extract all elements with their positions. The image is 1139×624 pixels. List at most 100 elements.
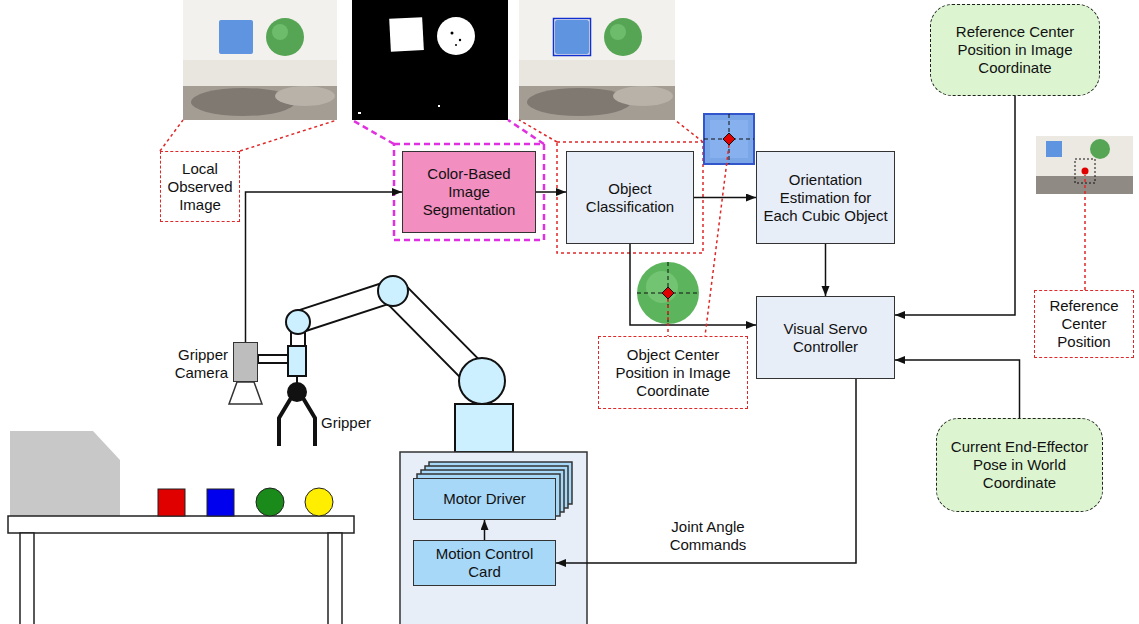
robot-arm xyxy=(258,355,288,363)
segmentation-box: Color-Based Image Segmentation xyxy=(402,151,536,233)
reference-thumbnail xyxy=(1046,141,1062,157)
camera-photo xyxy=(275,86,335,106)
work-table xyxy=(20,533,34,624)
work-table xyxy=(328,533,342,624)
leader-line xyxy=(667,299,669,336)
node-text: Motion Control Card xyxy=(419,545,550,581)
group-outline xyxy=(557,142,703,253)
target-objects xyxy=(207,489,234,516)
node-text: Orientation Estimation for Each Cubic Ob… xyxy=(762,171,889,225)
robot-arm xyxy=(303,398,315,446)
target-objects xyxy=(305,488,333,516)
controller-cabinet xyxy=(400,452,587,624)
robot-arm xyxy=(459,358,505,404)
robot-arm xyxy=(279,398,291,446)
mask-image xyxy=(352,0,508,120)
camera-photo xyxy=(183,0,337,120)
classified-photo xyxy=(519,0,675,120)
callout-label: Reference Center Position xyxy=(1034,290,1134,358)
motion-control-card: Motion Control Card xyxy=(413,540,556,586)
gripper-camera: Gripper Camera xyxy=(233,342,258,382)
motor-driver: Motor Driver xyxy=(413,478,556,520)
target-objects xyxy=(158,489,185,516)
classified-photo xyxy=(519,0,675,60)
leader-line xyxy=(705,145,729,336)
controller-cabinet xyxy=(400,452,587,624)
mask-image xyxy=(451,32,454,35)
mask-image xyxy=(358,112,361,114)
work-table xyxy=(8,516,354,533)
node-text: Reference Center Position xyxy=(1040,297,1128,351)
part-label: Gripper xyxy=(321,414,371,432)
classified-photo xyxy=(519,0,675,120)
pose-input: Current End-Effector Pose in World Coord… xyxy=(936,418,1103,512)
edge-label: Joint Angle Commands xyxy=(642,518,774,554)
signal-arrow xyxy=(484,520,486,540)
mask-image xyxy=(455,44,457,46)
signal-arrow xyxy=(246,192,403,342)
leader-line xyxy=(519,120,557,142)
node-text: Object Classification xyxy=(572,180,688,216)
camera-photo xyxy=(219,20,253,54)
node-text: Visual Servo Controller xyxy=(762,320,889,356)
camera-lens xyxy=(229,382,262,404)
mask-image xyxy=(389,17,424,52)
camera-photo xyxy=(266,18,304,56)
robot-arm xyxy=(288,346,306,376)
sphere-thumbnail xyxy=(637,262,699,324)
robot-arm xyxy=(455,404,513,452)
signal-arrow xyxy=(694,197,756,199)
work-table xyxy=(10,431,120,516)
leader-line xyxy=(240,120,337,151)
node-text: Gripper Camera xyxy=(158,346,228,382)
leader-line xyxy=(160,120,703,151)
mask-image xyxy=(437,17,475,55)
process-box: Object Classification xyxy=(566,151,694,244)
signal-arrow xyxy=(630,244,756,325)
sphere-thumbnail xyxy=(662,287,674,299)
node-text: Object Center Position in Image Coordina… xyxy=(604,346,742,400)
signal-arrow xyxy=(895,96,1015,315)
callout-label: Local Observed Image xyxy=(160,151,240,222)
mask-image xyxy=(459,39,461,41)
node-text: Current End-Effector Pose in World Coord… xyxy=(942,438,1097,492)
classified-photo xyxy=(555,20,589,54)
work-table xyxy=(8,431,354,624)
classified-photo xyxy=(604,18,642,56)
signal-arrow xyxy=(825,244,827,296)
camera-photo xyxy=(183,86,337,120)
mask-image xyxy=(438,105,440,107)
classified-photo xyxy=(610,24,626,40)
leader-line xyxy=(352,120,394,144)
cube-thumbnail xyxy=(723,133,735,145)
target-objects xyxy=(256,488,284,516)
classified-photo xyxy=(554,19,591,56)
classified-photo xyxy=(613,86,673,106)
mask-image xyxy=(352,0,508,120)
reference-input: Reference Center Position in Image Coord… xyxy=(930,4,1100,96)
node-text: Local Observed Image xyxy=(166,160,234,214)
controller-box: Visual Servo Controller xyxy=(756,296,895,379)
leader-line xyxy=(1084,175,1086,290)
process-box: Orientation Estimation for Each Cubic Ob… xyxy=(756,151,895,244)
camera-photo xyxy=(183,0,337,60)
target-objects xyxy=(158,488,333,516)
node-text: Color-Based Image Segmentation xyxy=(408,165,530,219)
node-text: Reference Center Position in Image Coord… xyxy=(936,23,1094,77)
cube-thumbnail xyxy=(704,114,754,164)
reference-thumbnail xyxy=(1090,139,1110,159)
signal-arrow xyxy=(895,360,1020,418)
robot-arm xyxy=(378,276,408,306)
robot-arm xyxy=(286,310,310,334)
camera-photo xyxy=(183,0,337,120)
sphere-thumbnail xyxy=(637,262,699,324)
cube-thumbnail xyxy=(704,114,754,164)
callout-label: Object Center Position in Image Coordina… xyxy=(598,336,748,409)
sphere-thumbnail xyxy=(646,271,678,303)
node-text: Motor Driver xyxy=(443,490,526,508)
signal-arrow xyxy=(536,191,566,193)
robot-arm xyxy=(258,276,513,452)
classified-photo xyxy=(519,86,675,120)
